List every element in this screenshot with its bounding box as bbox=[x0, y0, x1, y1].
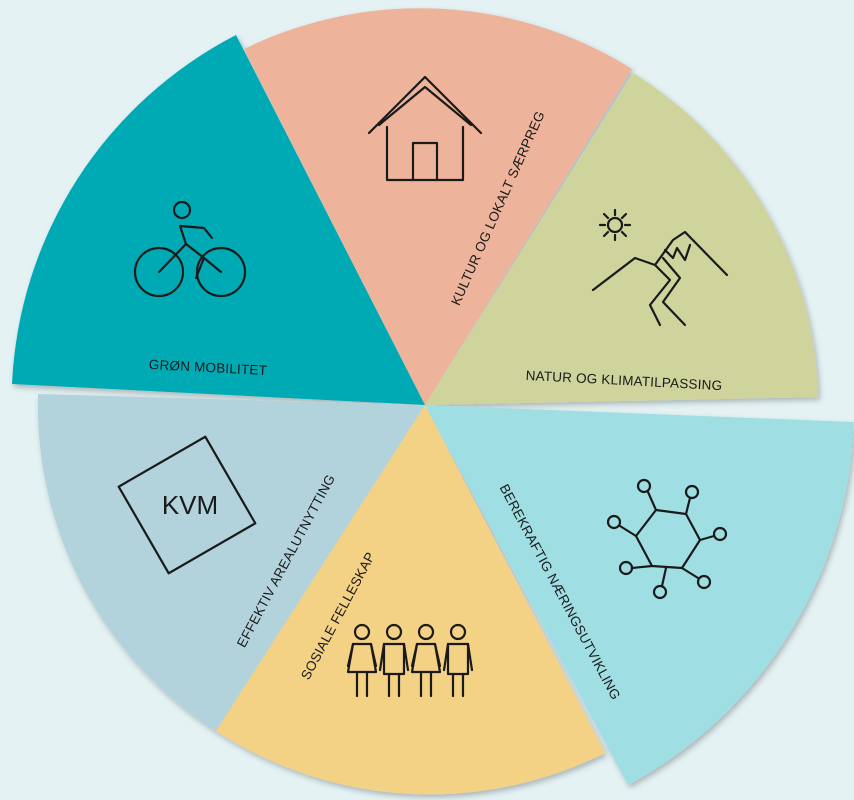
mountain-sun-icon bbox=[591, 208, 729, 327]
label-gron-mobilitet: GRØN MOBILITET bbox=[149, 357, 268, 378]
house-icon bbox=[367, 75, 483, 182]
kvm-square-icon bbox=[117, 435, 257, 575]
people-icon bbox=[346, 623, 474, 698]
molecule-icon bbox=[606, 478, 728, 600]
segment-kultur bbox=[244, 8, 632, 406]
bicycle-icon bbox=[133, 200, 247, 298]
kvm-icon-text: KVM bbox=[162, 490, 218, 520]
segment-natur bbox=[425, 73, 818, 405]
segment-sosiale bbox=[216, 405, 605, 795]
segment-naering bbox=[425, 405, 854, 785]
segment-gron-mobilitet bbox=[12, 35, 425, 405]
